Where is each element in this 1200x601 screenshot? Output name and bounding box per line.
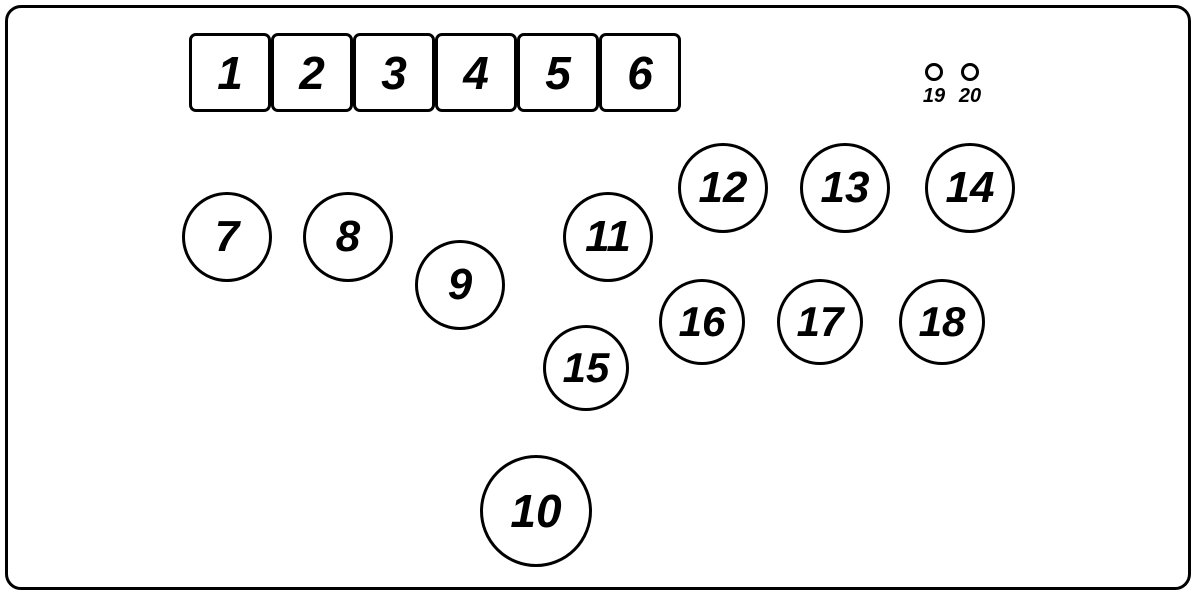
circle-marker[interactable]: 9 (415, 240, 505, 330)
circle-marker[interactable]: 17 (777, 279, 863, 365)
small-dot-label: 19 (922, 85, 946, 107)
key-button[interactable]: 4 (435, 33, 517, 112)
circle-marker[interactable]: 16 (659, 279, 745, 365)
key-button[interactable]: 5 (517, 33, 599, 112)
circle-marker[interactable]: 12 (678, 143, 768, 233)
small-dot-label: 20 (958, 85, 982, 107)
small-dot-marker[interactable] (925, 63, 943, 81)
key-button[interactable]: 1 (189, 33, 271, 112)
key-button[interactable]: 6 (599, 33, 681, 112)
circle-marker[interactable]: 8 (303, 192, 393, 282)
circle-marker[interactable]: 18 (899, 279, 985, 365)
circle-marker[interactable]: 14 (925, 143, 1015, 233)
circle-marker[interactable]: 15 (543, 325, 629, 411)
circle-marker[interactable]: 11 (563, 192, 653, 282)
key-button[interactable]: 2 (271, 33, 353, 112)
small-dot-marker[interactable] (961, 63, 979, 81)
circle-marker[interactable]: 13 (800, 143, 890, 233)
key-button[interactable]: 3 (353, 33, 435, 112)
circle-marker[interactable]: 10 (480, 455, 592, 567)
circle-marker[interactable]: 7 (182, 192, 272, 282)
